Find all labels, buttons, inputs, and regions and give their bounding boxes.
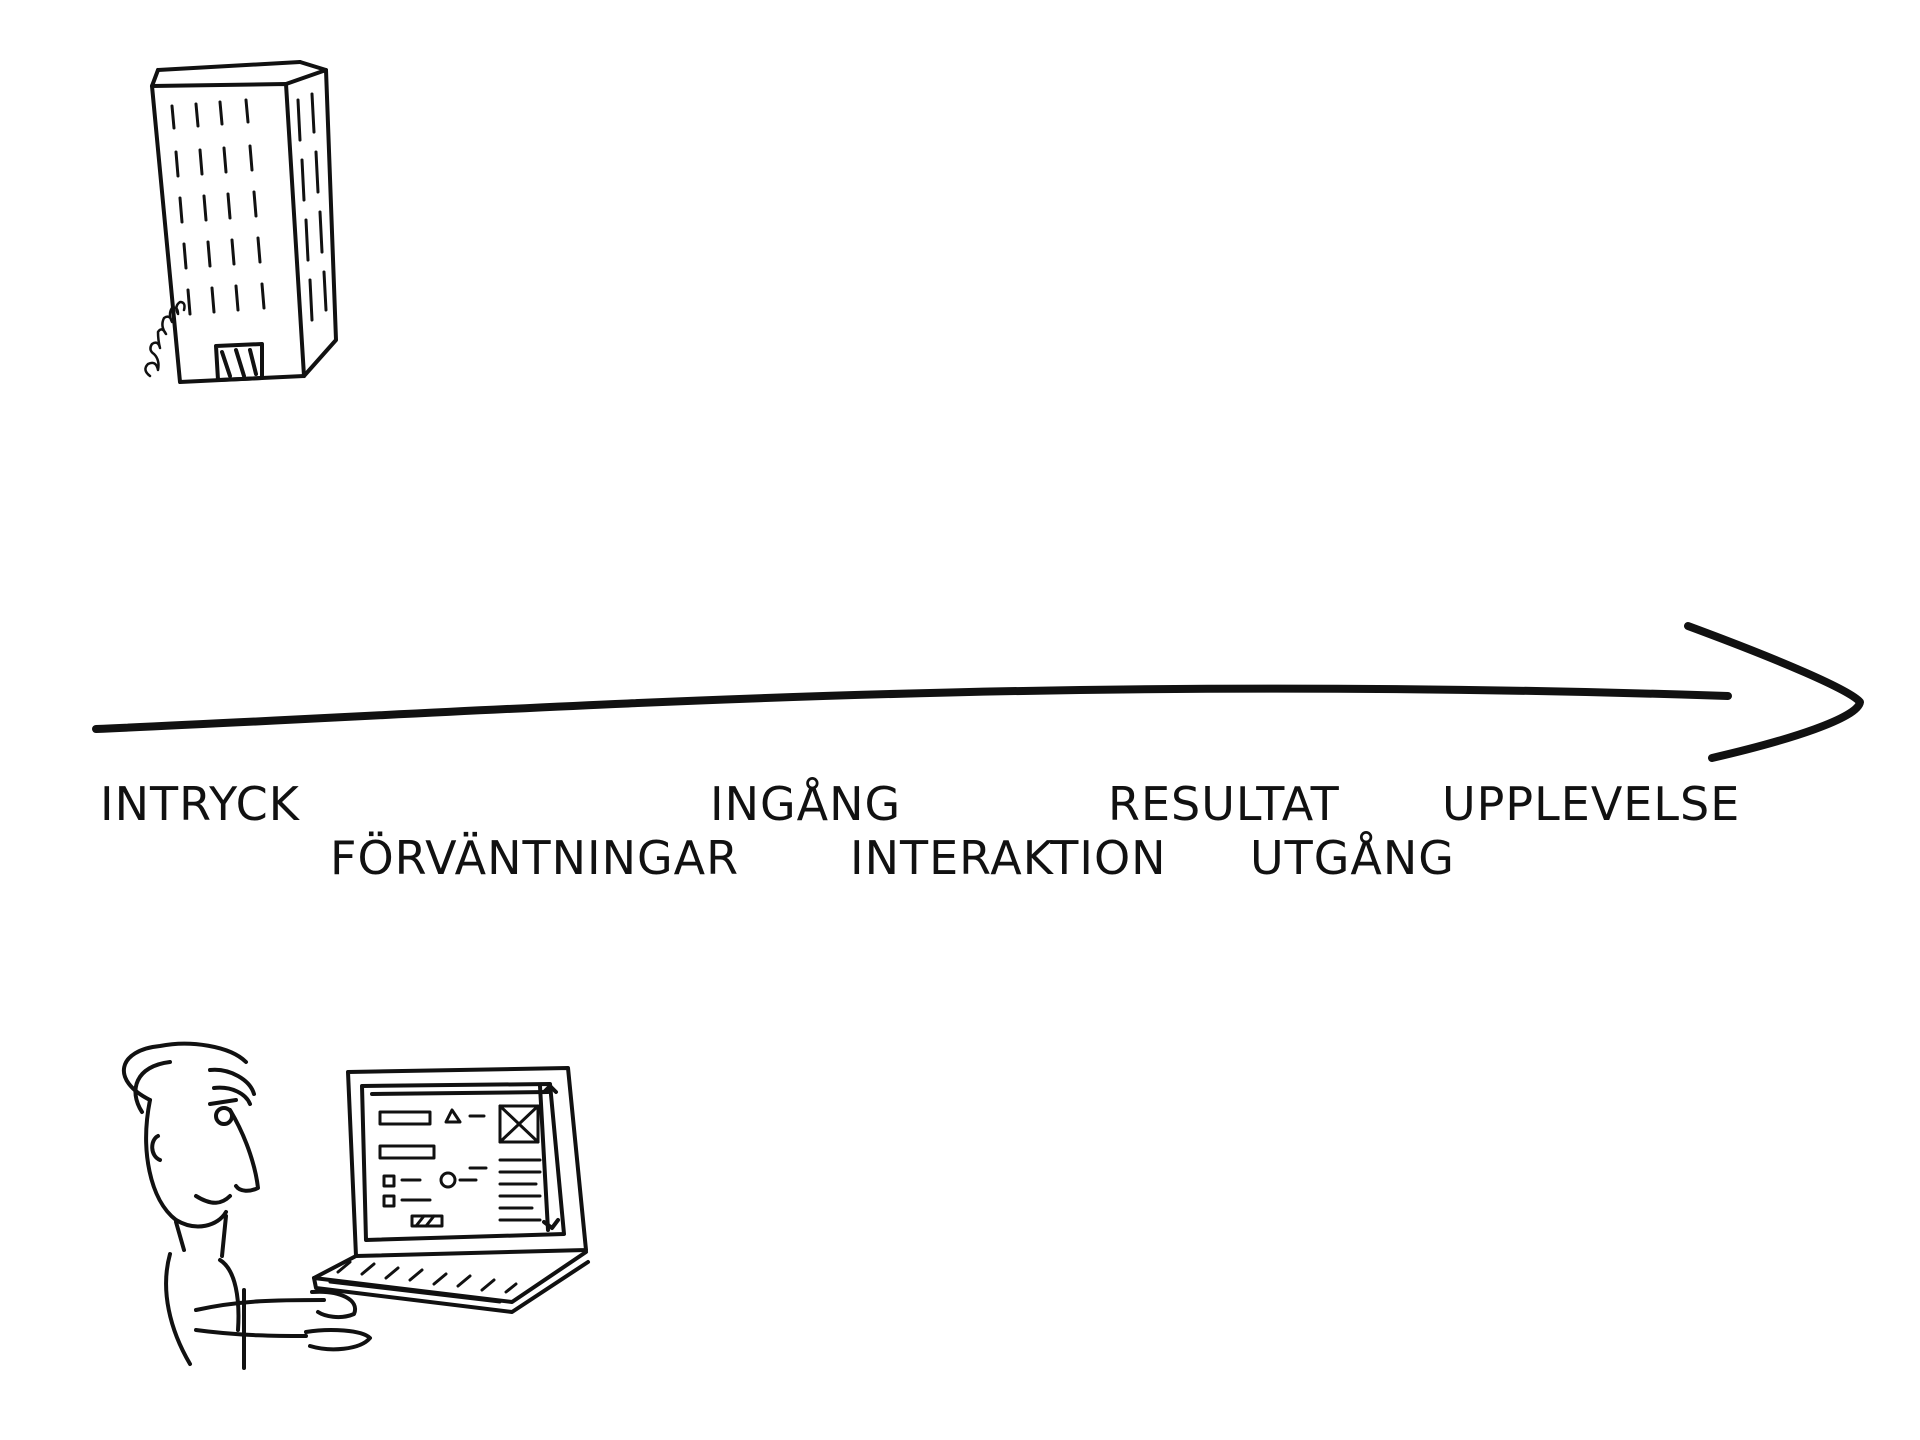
- arrow-head-icon: [1684, 622, 1864, 762]
- timeline-arrow: [92, 622, 1864, 762]
- person-at-computer-icon: [121, 1041, 590, 1370]
- stage-label: UPPLEVELSE: [1442, 777, 1740, 831]
- stage-label: UTGÅNG: [1250, 831, 1455, 885]
- office-building-icon: [150, 60, 338, 384]
- stage-label: INGÅNG: [710, 777, 901, 831]
- stage-label: INTERAKTION: [850, 831, 1167, 885]
- stage-labels: INTRYCK FÖRVÄNTNINGAR INGÅNG INTERAKTION…: [100, 777, 1740, 885]
- stage-label: INTRYCK: [100, 777, 301, 831]
- artist-signature: [144, 300, 186, 378]
- stage-label: RESULTAT: [1108, 777, 1340, 831]
- stage-label: FÖRVÄNTNINGAR: [330, 831, 739, 885]
